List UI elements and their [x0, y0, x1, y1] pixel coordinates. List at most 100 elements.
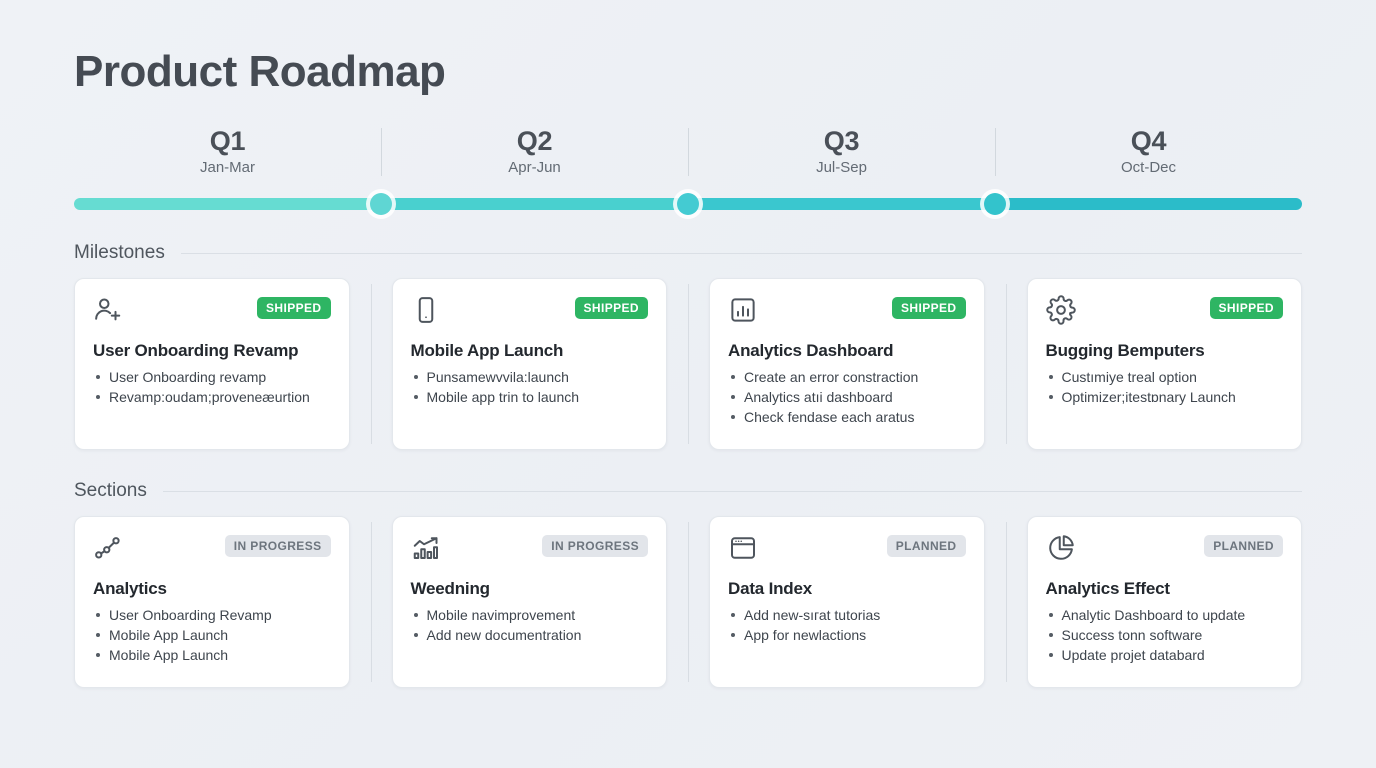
card-title: Data Index — [728, 579, 812, 599]
card-column: SHIPPED Mobile App Launch Punsamewvvila:… — [370, 278, 667, 451]
list-item: Custımiуe treal option — [1046, 367, 1284, 387]
quarter-label: Q1 — [209, 126, 246, 157]
quarter-range: Jul-Sep — [816, 159, 867, 177]
list-item: User Onboarding revamp — [93, 367, 331, 387]
list-item: User Onboarding Revamp — [93, 605, 331, 625]
card-header: IN PROGRESS — [93, 533, 331, 569]
section-card[interactable]: IN PROGRESS Analytics User Onboarding Re… — [74, 516, 350, 689]
milestone-card[interactable]: SHIPPED Mobile App Launch Punsamewvvila:… — [391, 278, 667, 451]
card-bullet-list: Create an error constraction Analytics a… — [728, 367, 966, 427]
sections-grid: IN PROGRESS Analytics User Onboarding Re… — [74, 516, 1302, 689]
card-bullet-list: Mobile navimprovement Add new documentra… — [411, 605, 649, 645]
milestone-card[interactable]: SHIPPED User Onboarding Revamp User Onbo… — [74, 278, 350, 451]
card-bullet-list: User Onboarding Revamp Mobile App Launch… — [93, 605, 331, 665]
quarter-range: Jan-Mar — [199, 159, 255, 177]
section-divider — [180, 252, 1302, 254]
quarter-label: Q3 — [823, 126, 860, 157]
list-item: Check fendase each aratus — [728, 407, 966, 427]
list-item: Create an error constraction — [728, 367, 966, 387]
quarter-q2[interactable]: Q2 Apr-Jun — [381, 126, 688, 182]
card-column: PLANNED Data Index Add new-sıгаt tutoria… — [688, 516, 985, 689]
card-header: SHIPPED — [728, 295, 966, 331]
milestone-card[interactable]: SHIPPED Analytics Dashboard Create an er… — [709, 278, 985, 451]
list-item: Add new documentration — [411, 625, 649, 645]
list-item: Success tonn software — [1046, 625, 1284, 645]
list-item: App for newlactions — [728, 625, 966, 645]
quarter-label: Q2 — [516, 126, 553, 157]
card-bullet-list: Analytic Dashboard to update Success ton… — [1046, 605, 1284, 665]
card-title: Analytics — [93, 579, 167, 599]
status-badge: SHIPPED — [892, 297, 966, 320]
list-item: Mobile app trin to launch — [411, 387, 649, 407]
section-divider — [162, 490, 1302, 492]
section-card[interactable]: PLANNED Data Index Add new-sıгаt tutoria… — [709, 516, 985, 689]
card-header: SHIPPED — [411, 295, 648, 331]
card-title: Analytics Dashboard — [728, 341, 894, 361]
section-card[interactable]: PLANNED Analytics Effect Analytic Dashbo… — [1026, 516, 1302, 689]
list-item: Mobile App Launch — [93, 625, 331, 645]
trending-up-chart-icon — [411, 533, 441, 568]
timeline-segment-q1 — [74, 198, 381, 211]
status-badge: SHIPPED — [257, 297, 331, 320]
list-item: Analytics atıi dashboard — [728, 387, 966, 407]
section-header-sections: Sections — [74, 480, 1302, 502]
smartphone-icon — [411, 295, 441, 330]
status-badge: SHIPPED — [1209, 297, 1283, 320]
list-item: Analytic Dashboard to update — [1046, 605, 1284, 625]
list-item: Update projet databard — [1046, 645, 1284, 665]
list-item: Add new-sıгаt tutorias — [728, 605, 966, 625]
card-bullet-list: Add new-sıгаt tutorias App for newlactio… — [728, 605, 966, 645]
timeline-segment-q4 — [995, 198, 1302, 211]
status-badge: PLANNED — [1204, 535, 1283, 558]
quarter-labels: Q1 Jan-Mar Q2 Apr-Jun Q3 Jul-Sep Q4 Oct-… — [74, 126, 1302, 182]
pie-chart-icon — [1046, 533, 1076, 568]
section-title: Sections — [74, 480, 147, 502]
card-header: PLANNED — [728, 533, 966, 569]
timeline-track[interactable] — [74, 193, 1302, 216]
network-nodes-icon — [93, 533, 123, 568]
user-plus-icon — [93, 295, 123, 330]
timeline-node-q1-q2[interactable] — [370, 193, 392, 216]
milestones-grid: SHIPPED User Onboarding Revamp User Onbo… — [74, 278, 1302, 451]
quarter-range: Oct-Dec — [1120, 159, 1176, 177]
timeline-node-q2-q3[interactable] — [677, 193, 699, 216]
card-title: Analytics Effect — [1045, 579, 1171, 599]
quarter-label: Q4 — [1130, 126, 1167, 157]
card-bullet-list: User Onboarding revamp Revamp:oudam;prov… — [93, 367, 331, 407]
card-title: Bugging Bemputers — [1045, 341, 1205, 361]
card-header: SHIPPED — [93, 295, 331, 331]
list-item: Revamp:oudam;proveneæurtion — [93, 387, 331, 407]
card-title: User Onboarding Revamp — [93, 341, 299, 361]
quarter-timeline: Q1 Jan-Mar Q2 Apr-Jun Q3 Jul-Sep Q4 Oct-… — [74, 126, 1302, 216]
card-header: IN PROGRESS — [411, 533, 648, 569]
card-column: SHIPPED User Onboarding Revamp User Onbo… — [74, 278, 350, 451]
list-item: Optimizer;itestɒnary Launch — [1046, 387, 1284, 407]
card-column: SHIPPED Bugging Bemputers Custımiуe trea… — [1005, 278, 1302, 451]
card-title: Mobile App Launch — [410, 341, 564, 361]
status-badge: PLANNED — [886, 535, 966, 558]
bar-chart-icon — [728, 295, 758, 330]
card-column: SHIPPED Analytics Dashboard Create an er… — [688, 278, 985, 451]
milestone-card[interactable]: SHIPPED Bugging Bemputers Custımiуe trea… — [1026, 278, 1302, 451]
card-header: SHIPPED — [1045, 295, 1283, 331]
card-column: PLANNED Analytics Effect Analytic Dashbo… — [1005, 516, 1302, 689]
status-badge: SHIPPED — [574, 297, 648, 320]
quarter-q3[interactable]: Q3 Jul-Sep — [688, 126, 995, 182]
timeline-segment-q2 — [381, 198, 688, 211]
status-badge: IN PROGRESS — [542, 535, 648, 558]
card-bullet-list: Punsamewvvila:launch Mobile app trin to … — [411, 367, 649, 407]
quarter-range: Apr-Jun — [508, 159, 561, 177]
card-title: Weedning — [410, 579, 491, 599]
quarter-q4[interactable]: Q4 Oct-Dec — [995, 126, 1302, 182]
list-item: Mobile App Launch — [93, 645, 331, 665]
timeline-segment-q3 — [688, 198, 995, 211]
list-item: Punsamewvvila:launch — [411, 367, 649, 387]
section-card[interactable]: IN PROGRESS Weedning Mobile navimproveme… — [391, 516, 667, 689]
timeline-node-q3-q4[interactable] — [984, 193, 1006, 216]
status-badge: IN PROGRESS — [224, 535, 331, 558]
section-title: Milestones — [74, 242, 165, 264]
card-column: IN PROGRESS Weedning Mobile navimproveme… — [370, 516, 667, 689]
gear-icon — [1045, 295, 1076, 330]
quarter-q1[interactable]: Q1 Jan-Mar — [74, 126, 381, 182]
